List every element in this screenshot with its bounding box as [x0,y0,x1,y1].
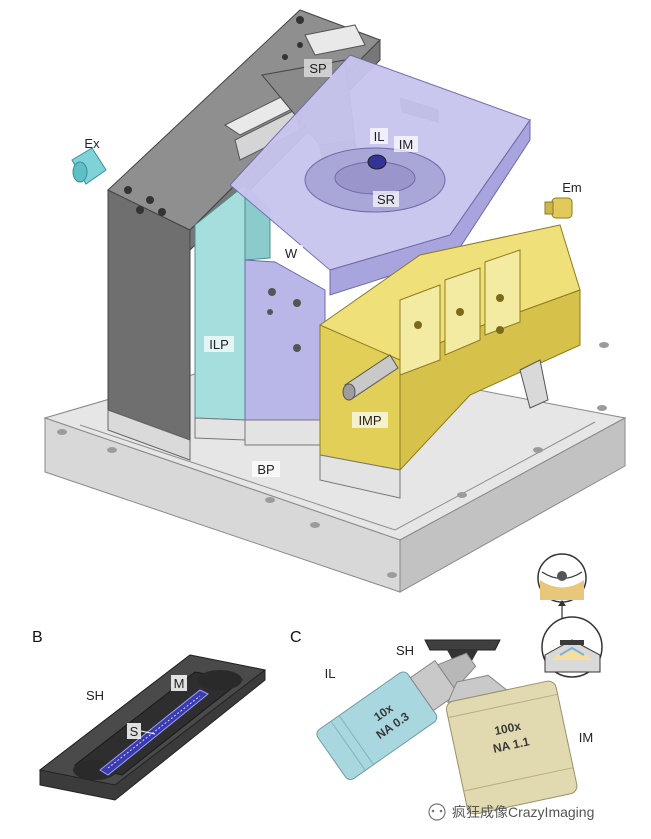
window-block [244,259,326,446]
label-em: Em [562,180,582,195]
label-ilp: ILP [209,337,229,352]
label-s: S [130,724,139,739]
panel-c-objectives: C SH 10x NA 0.3 IL 100x NA 1.1 IM [290,553,603,815]
label-w: W [285,246,298,261]
zoom-inset-circles [537,553,603,678]
base-screw-holes [57,342,609,578]
label-ex: Ex [84,136,100,151]
label-im-c: IM [579,730,593,745]
sample-reservoir [229,54,531,296]
label-il-c: IL [325,666,336,681]
imaging-mount [319,224,581,499]
panel-c-letter: C [290,629,302,646]
label-sp: SP [309,61,326,76]
im-magnification: 100x [493,719,522,738]
emission-port-icon [544,197,573,219]
panel-a-labels: SP IL IM Ex Em SR W ILP IMP BP [84,59,582,477]
label-sr: SR [377,192,395,207]
objective-clamps [399,249,521,376]
label-bp: BP [257,462,274,477]
label-im: IM [399,137,413,152]
il-objective: 10x NA 0.3 [316,652,477,781]
mount-screw-holes [414,294,504,334]
translation-rails [224,24,366,161]
label-imp: IMP [358,413,381,428]
watermark: 疯狂成像CrazyImaging [428,803,594,821]
panel-b-letter: B [32,629,43,646]
illumination-plate [194,183,271,441]
label-m: M [174,676,185,691]
panel-b-sample-holder: B SH M S [32,629,267,801]
micrometer-knob [342,354,549,409]
label-sh-b: SH [86,688,104,703]
panel-a-assembly: SP IL IM Ex Em SR W ILP IMP BP [43,9,627,593]
label-sh-c: SH [396,643,414,658]
excitation-port-icon [71,147,107,185]
frame-screw-holes [124,16,304,216]
im-objective: 100x NA 1.1 [445,674,578,815]
watermark-text: 疯狂成像CrazyImaging [452,804,594,820]
label-il: IL [374,129,385,144]
